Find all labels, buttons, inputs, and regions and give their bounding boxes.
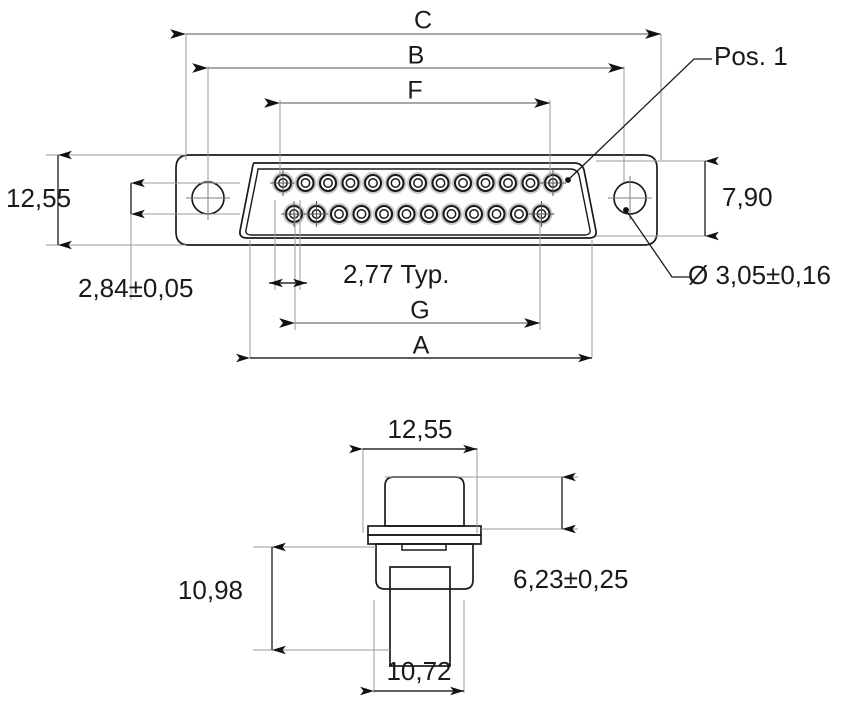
pin-bottom-10 bbox=[485, 203, 508, 225]
pin-bottom-12 bbox=[528, 201, 555, 227]
pin-top-10 bbox=[474, 172, 497, 194]
pin-bottom-11 bbox=[508, 203, 530, 225]
side-view-notch bbox=[401, 543, 447, 551]
pin-top-5 bbox=[362, 172, 384, 194]
pin-top-4 bbox=[339, 172, 362, 194]
dimension-label-A: A bbox=[413, 332, 430, 360]
pin-bottom-8 bbox=[440, 203, 463, 225]
pos1-leader-line bbox=[565, 58, 712, 183]
side-view-top-cap bbox=[384, 476, 465, 527]
side-view-shaft bbox=[389, 566, 451, 667]
pin-top-13 bbox=[540, 170, 566, 196]
dimension-label-G: G bbox=[410, 297, 429, 325]
side-view-flange-upper bbox=[367, 525, 482, 536]
pin-top-9 bbox=[452, 172, 474, 194]
pin-top-2 bbox=[294, 172, 317, 194]
dimension-label-side-width-bottom: 10,72 bbox=[386, 656, 451, 686]
front-view-dimensions: C B F 12,55 2,84±0,05 7,90 2,77 Typ. G A… bbox=[6, 7, 831, 363]
pin-row-bottom bbox=[281, 201, 555, 227]
pin-bottom-2 bbox=[303, 201, 330, 227]
dimension-label-pin-pitch: 2,77 Typ. bbox=[343, 259, 450, 289]
pin-top-8 bbox=[429, 172, 452, 194]
side-view-body bbox=[375, 543, 474, 590]
pin-bottom-5 bbox=[373, 203, 395, 225]
pin-bottom-9 bbox=[463, 203, 485, 225]
dimension-label-depth: 10,98 bbox=[178, 575, 243, 605]
pin-top-6 bbox=[384, 172, 407, 194]
pin-bottom-6 bbox=[395, 203, 418, 225]
dimension-label-overall-height: 12,55 bbox=[6, 183, 71, 213]
dimension-label-F: F bbox=[407, 77, 422, 105]
pin-top-3 bbox=[317, 172, 339, 194]
pin-row-top bbox=[270, 170, 566, 196]
hole-diameter-leader-line bbox=[623, 207, 690, 278]
pin-bottom-4 bbox=[350, 203, 373, 225]
dimension-label-flange-height: 6,23±0,25 bbox=[513, 564, 628, 594]
dimension-label-hole-offset: 2,84±0,05 bbox=[78, 273, 193, 303]
pin-top-12 bbox=[519, 172, 542, 194]
side-view-flange-lower bbox=[367, 534, 482, 545]
pin-top-7 bbox=[407, 172, 429, 194]
pin-top-1 bbox=[270, 170, 296, 196]
dimension-label-B: B bbox=[408, 42, 425, 70]
dimension-label-side-width-top: 12,55 bbox=[387, 414, 452, 444]
dimension-label-C: C bbox=[414, 7, 432, 35]
pin-bottom-3 bbox=[328, 203, 350, 225]
vertical-extension-lines-front bbox=[130, 34, 662, 358]
side-view-dimensions: 12,55 6,23±0,25 10,98 10,72 bbox=[178, 414, 628, 696]
dimension-label-hole-vertical: 7,90 bbox=[722, 182, 773, 212]
pin-bottom-7 bbox=[418, 203, 440, 225]
front-view-geometry bbox=[46, 34, 712, 358]
pin-top-11 bbox=[497, 172, 519, 194]
pos1-label: Pos. 1 bbox=[714, 41, 788, 71]
hole-diameter-label: Ø 3,05±0,16 bbox=[688, 260, 831, 290]
pin-bottom-1 bbox=[281, 201, 307, 227]
